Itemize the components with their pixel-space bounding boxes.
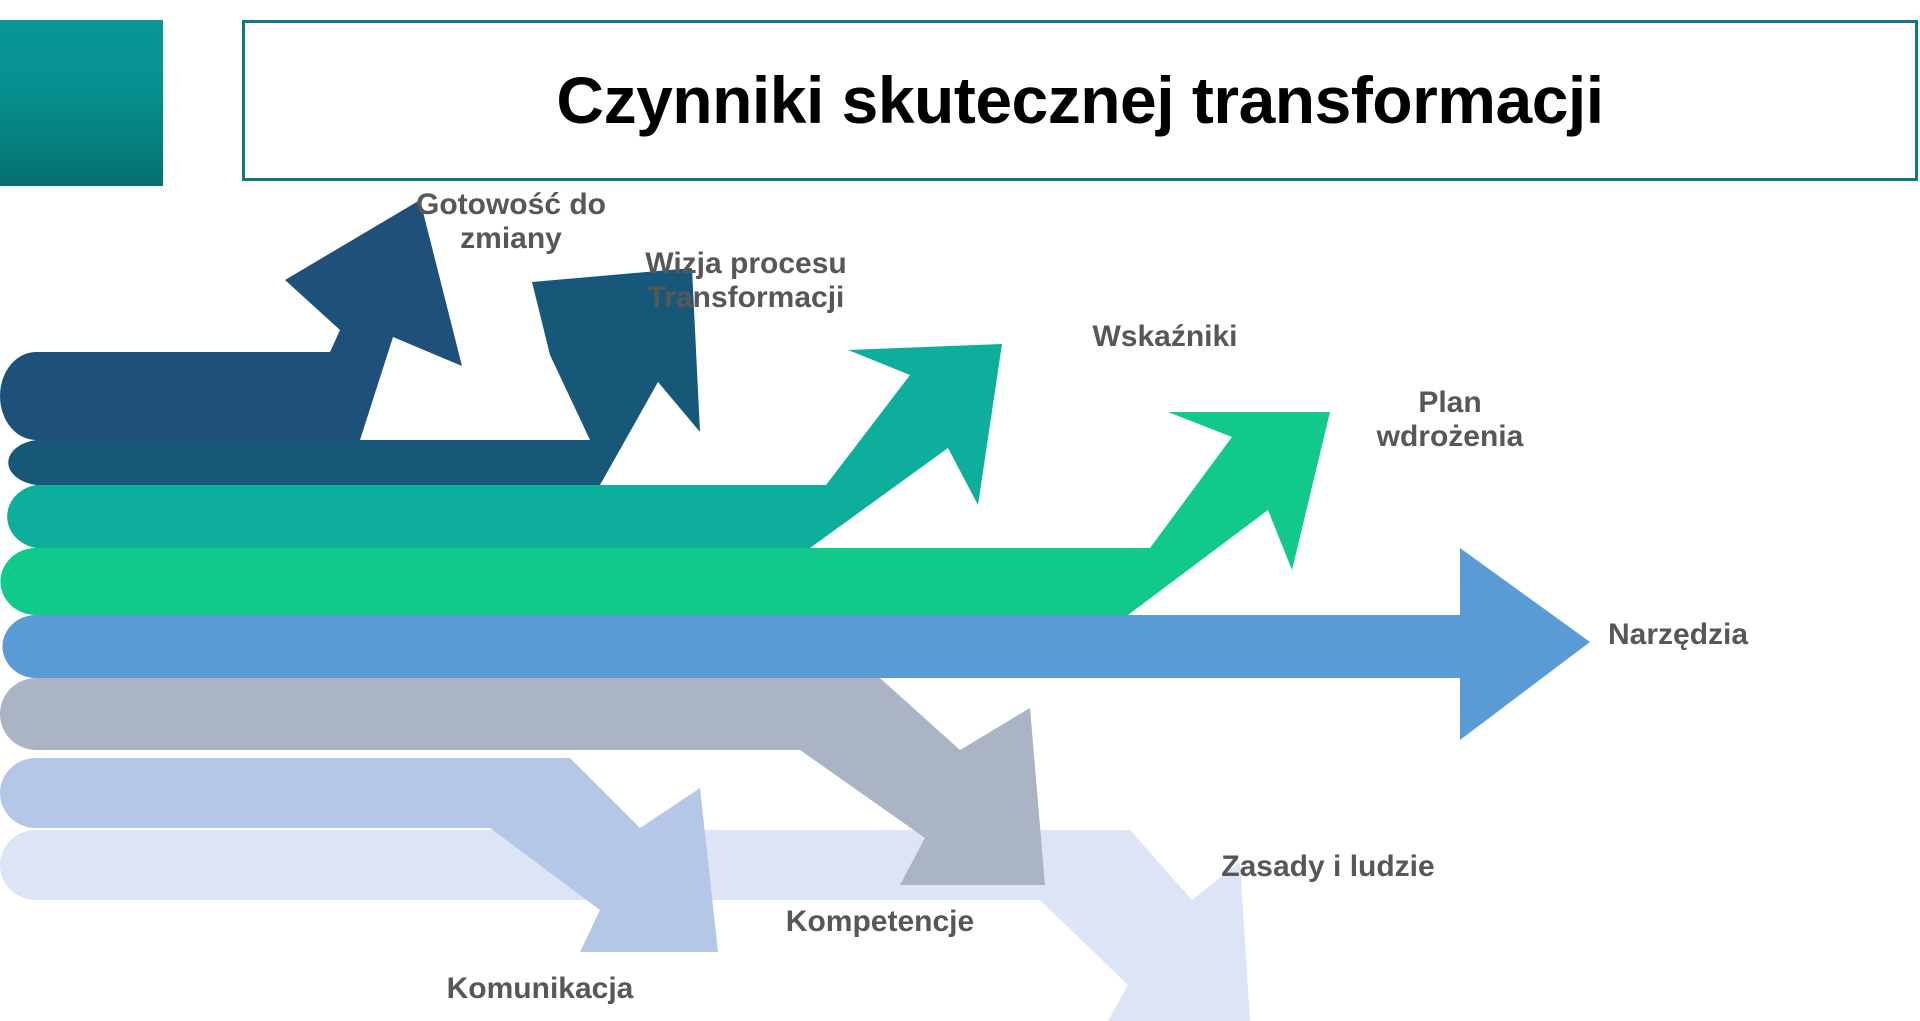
arrow-tools <box>2 548 1590 740</box>
title-box: Czynniki skutecznej transformacji <box>242 20 1918 181</box>
arrow-label-tools: Narzędzia <box>1608 618 1749 651</box>
arrow-principles <box>0 678 1045 885</box>
arrow-indicators <box>7 344 1003 548</box>
arrow-plan <box>0 412 1330 615</box>
arrow-label-indicators: Wskaźniki <box>1092 320 1238 353</box>
arrow-label-principles: Zasady i ludzie <box>1221 850 1435 883</box>
arrow-label-plan: Plan wdrożenia <box>1376 386 1524 453</box>
page-title: Czynniki skutecznej transformacji <box>556 62 1604 137</box>
arrow-label-vision: Wizja procesu Transformacji <box>645 247 847 314</box>
arrow-label-communication: Komunikacja <box>446 972 634 1005</box>
decorative-corner-block <box>0 20 163 186</box>
arrow-vision <box>8 268 701 485</box>
arrow-competences <box>0 758 718 952</box>
arrow-label-readiness: Gotowość do zmiany <box>416 188 606 255</box>
arrow-label-competences: Kompetencje <box>785 905 975 938</box>
